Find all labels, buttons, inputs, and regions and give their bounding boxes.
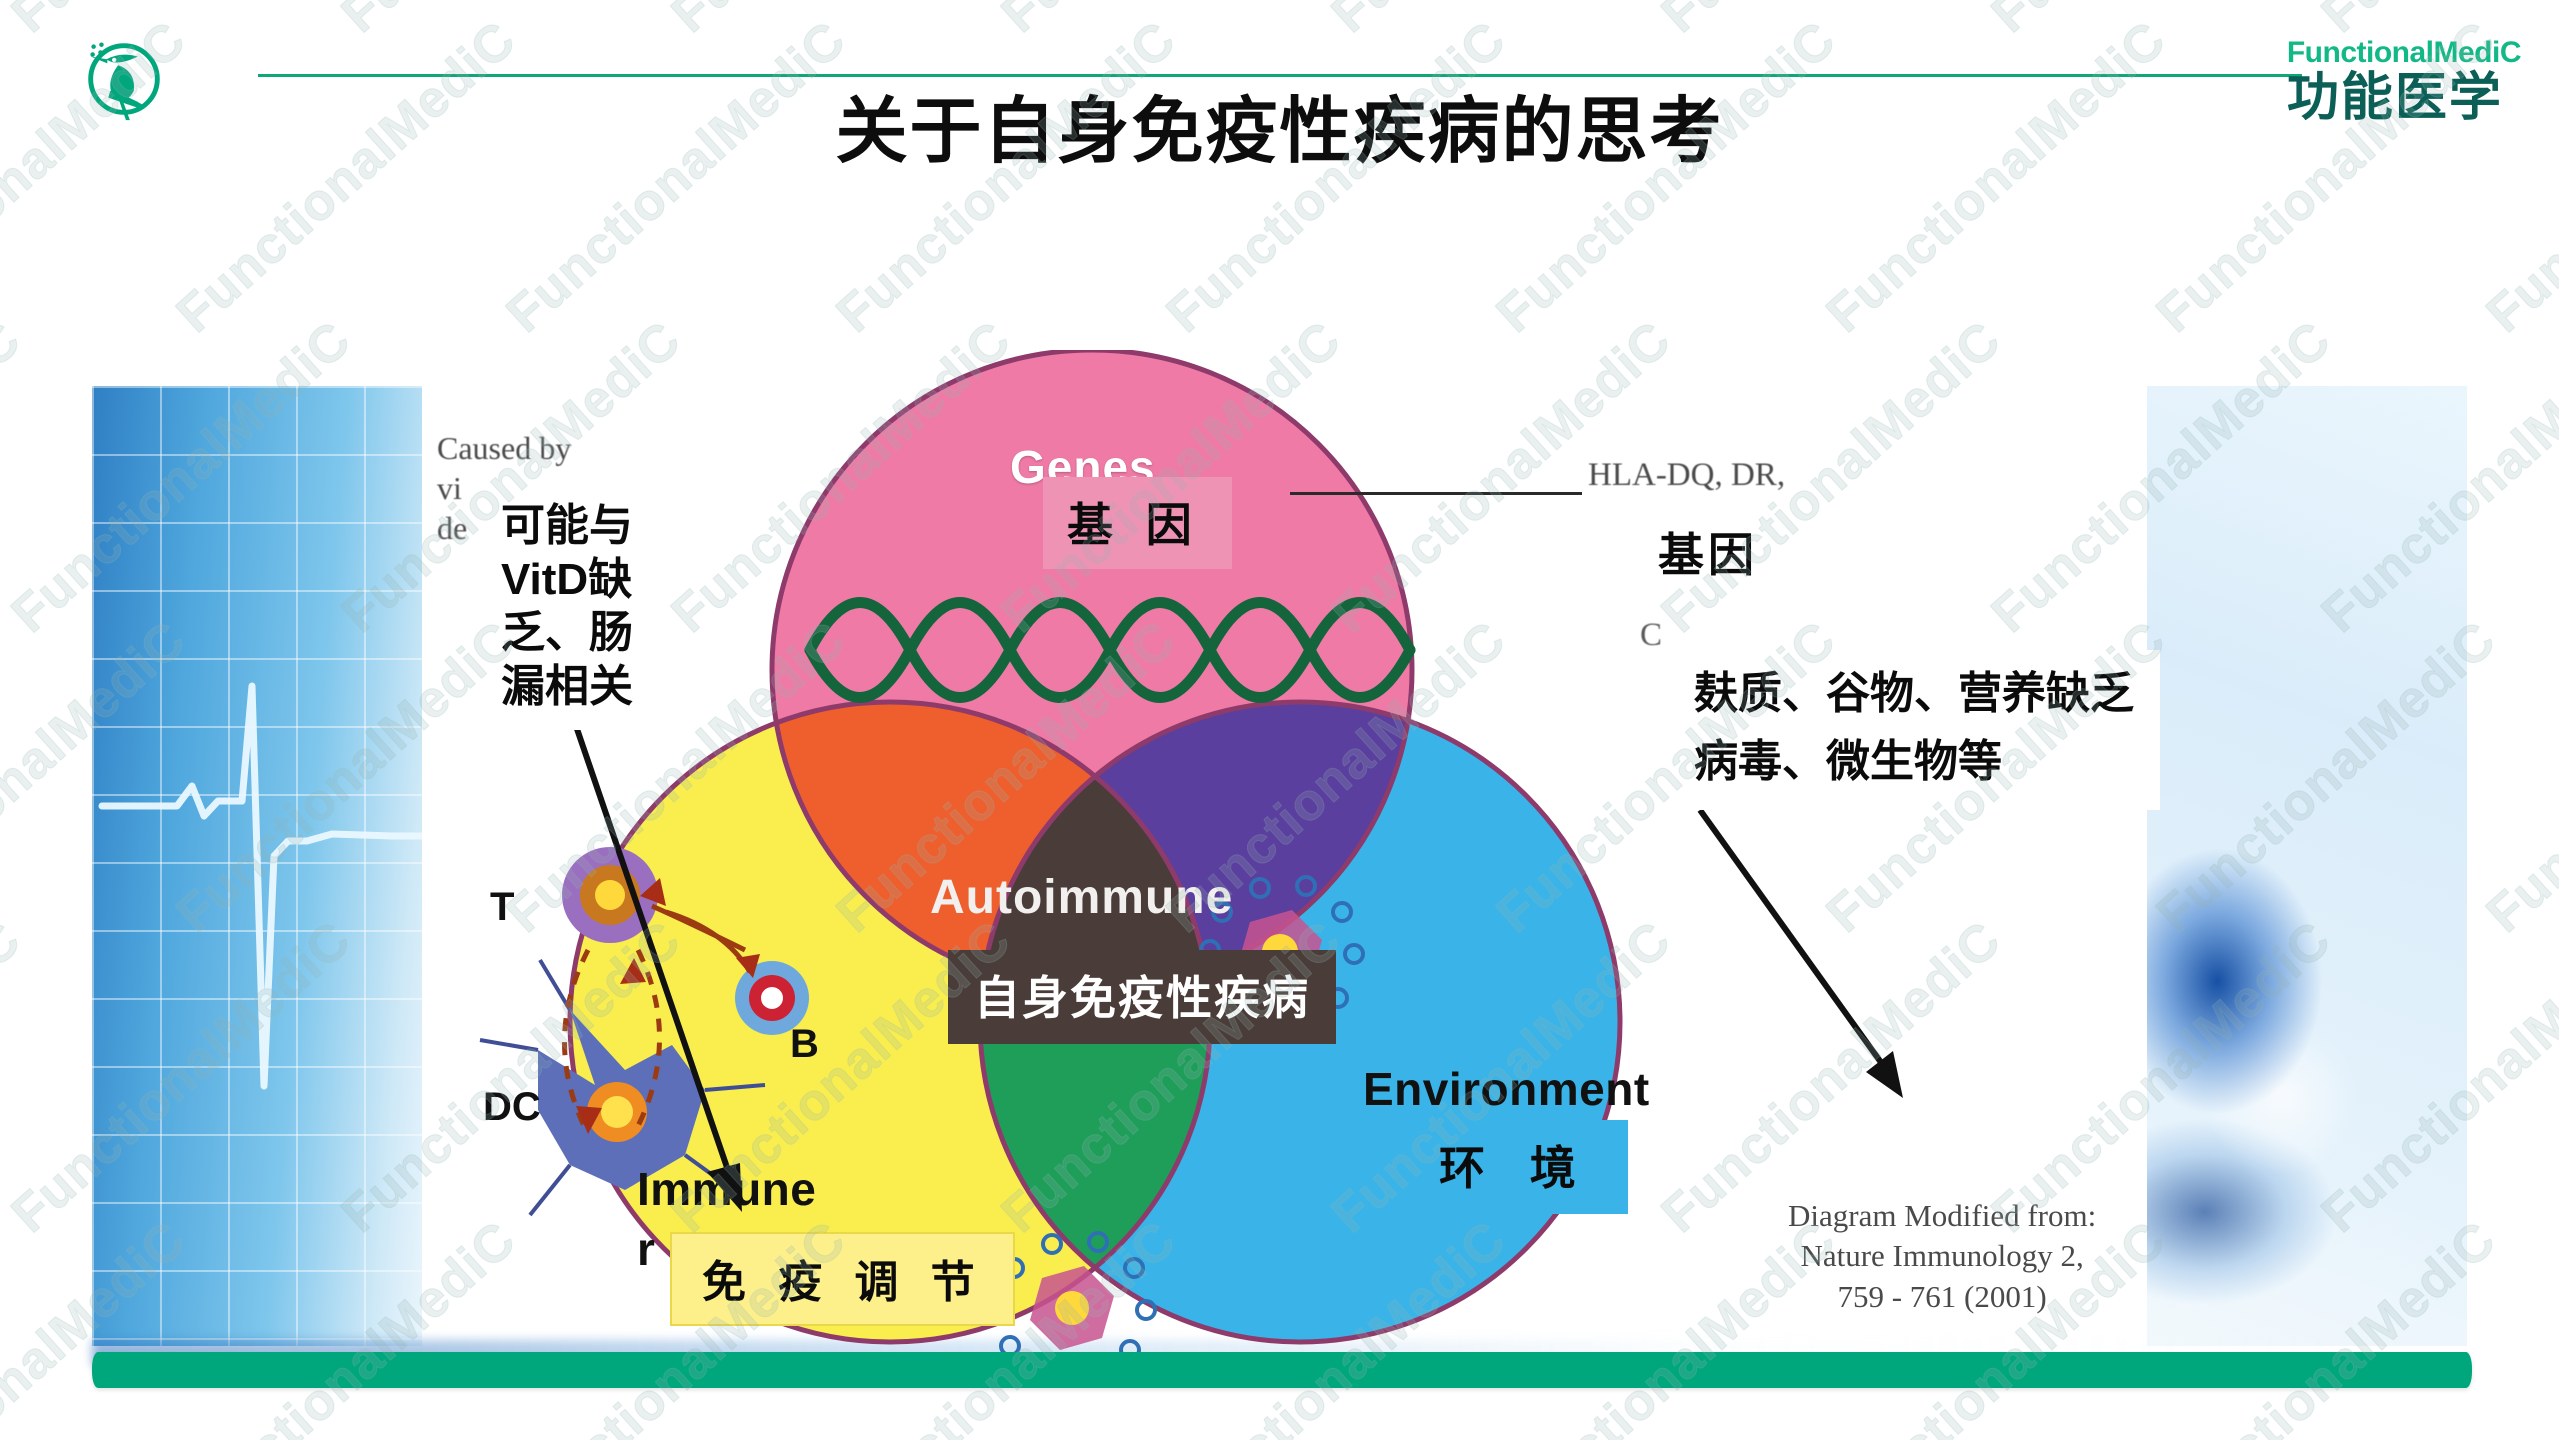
dendritic-cell-letter: DC <box>483 1085 541 1129</box>
figure-caused-by-text: Caused by vi de <box>437 430 572 546</box>
figure-dq-fragment: C <box>1640 617 1663 653</box>
watermark-text: FunctionalMediC <box>0 0 363 45</box>
brand-name-en: FunctionalMediC <box>2286 36 2522 69</box>
t-cell-letter: T <box>490 885 515 929</box>
callout-environment-cn: 环 境 <box>1397 1120 1628 1214</box>
watermark-text: FunctionalMediC <box>990 0 1353 45</box>
watermark-text: FunctionalMediC <box>1815 10 2177 344</box>
callout-genes-cn: 基 因 <box>1043 477 1232 569</box>
brand-name-cn: 功能医学 <box>2286 69 2503 127</box>
watermark-text: FunctionalMediC <box>0 910 32 1244</box>
b-cell-graphic <box>735 961 809 1035</box>
kingfisher-bird-logo-icon <box>88 42 160 121</box>
callout-genes-cn-right: 基因 <box>1636 507 1792 599</box>
brand-logo: FunctionalMediC 功能医学 <box>2286 36 2522 127</box>
watermark-text: FunctionalMediC <box>1155 10 1517 344</box>
hla-leader-line <box>1290 492 1582 495</box>
environment-label: Environment <box>1363 1063 1650 1115</box>
figure-citation: Diagram Modified from: Nature Immunology… <box>1788 1198 2097 1314</box>
footer-accent-bar <box>92 1352 2472 1388</box>
b-cell-letter: B <box>790 1022 819 1066</box>
autoimmune-label: Autoimmune <box>930 871 1234 924</box>
watermark-text: FunctionalMediC <box>0 310 32 644</box>
callout-vitd-deficiency: 可能与 VitD缺 乏、肠 漏相关 <box>487 485 691 730</box>
watermark-text: FunctionalMediC <box>1485 10 1847 344</box>
watermark-text: FunctionalMediC <box>825 10 1187 344</box>
ecg-waveform-icon <box>98 682 422 1090</box>
watermark-text: FunctionalMediC <box>1650 0 2013 45</box>
watermark-text: FunctionalMediC <box>2475 610 2559 944</box>
ecg-monitor-background <box>92 386 422 1346</box>
page-title: 关于自身免疫性疾病的思考 <box>835 92 1724 172</box>
patient-face-background <box>2147 386 2467 1346</box>
watermark-text: FunctionalMediC <box>165 10 527 344</box>
callout-environment-sources: 麸质、谷物、营养缺乏 病毒、微生物等 <box>1676 650 2160 811</box>
callout-immune-regulation-cn: 免 疫 调 节 <box>670 1232 1015 1326</box>
immune-label-line2: r <box>637 1223 656 1275</box>
watermark-text: FunctionalMediC <box>2475 1210 2559 1440</box>
immune-label: Immune <box>637 1163 817 1215</box>
watermark-text: FunctionalMediC <box>1320 0 1683 45</box>
watermark-text: FunctionalMediC <box>660 0 1023 45</box>
watermark-text: FunctionalMediC <box>495 10 857 344</box>
watermark-text: FunctionalMediC <box>0 0 33 45</box>
header-divider <box>258 74 2302 77</box>
callout-autoimmune-cn: 自身免疫性疾病 <box>948 950 1336 1044</box>
watermark-text: FunctionalMediC <box>330 0 693 45</box>
microbe-graphic-bottom <box>991 1231 1157 1360</box>
figure-hla-text: HLA-DQ, DR, <box>1588 457 1786 493</box>
